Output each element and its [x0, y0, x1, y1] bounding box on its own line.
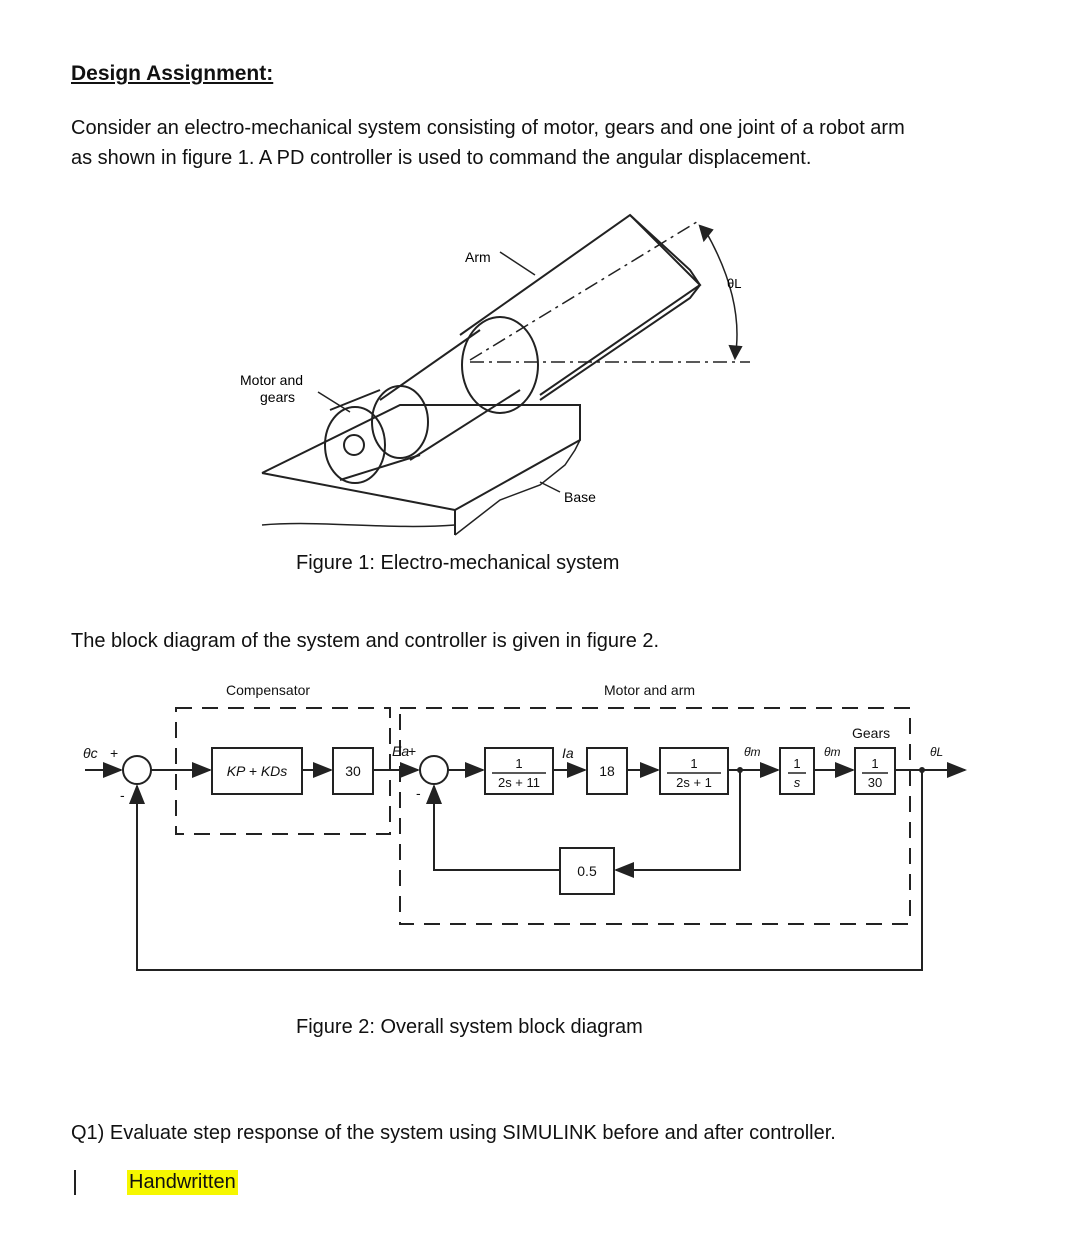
gain-18-text: 18	[599, 763, 615, 779]
integrator-denominator: s	[794, 775, 801, 790]
theta-l-output-label: θL	[930, 745, 943, 759]
compensator-group	[175, 707, 391, 835]
tf1-denominator: 2s + 11	[498, 775, 540, 790]
minus-sign-outer: -	[120, 787, 125, 803]
pickoff-point	[737, 767, 743, 773]
tf2-numerator: 1	[690, 756, 697, 771]
figure2-caption: Figure 2: Overall system block diagram	[296, 1016, 643, 1038]
integrator-numerator: 1	[793, 756, 800, 771]
robot-arm-illustration: Arm Motor and gears Base θL	[240, 213, 750, 536]
theta-c-label: θc	[83, 745, 98, 761]
tf2-denominator: 2s + 1	[676, 775, 712, 790]
ground-line	[261, 522, 456, 528]
intro-text-line2: as shown in figure 1. A PD controller is…	[71, 147, 812, 169]
gear-denominator: 30	[868, 775, 882, 790]
gears-label: Gears	[852, 725, 890, 741]
assignment-heading: Design Assignment:	[71, 62, 274, 85]
theta-l-label: θL	[727, 276, 741, 291]
base-outline	[261, 404, 581, 535]
minus-sign-inner: -	[416, 785, 421, 801]
figure1-caption: Figure 1: Electro-mechanical system	[296, 552, 620, 574]
motor-arm-group	[399, 707, 911, 925]
intro-text-line1: Consider an electro-mechanical system co…	[71, 117, 905, 139]
tf1-numerator: 1	[515, 756, 522, 771]
pd-block-text: KP + KDs	[227, 763, 288, 779]
base-edge	[261, 472, 456, 511]
plus-sign-inner: +	[408, 743, 416, 759]
arm-label: Arm	[465, 249, 491, 265]
block-diagram-intro: The block diagram of the system and cont…	[71, 630, 660, 652]
question-text: Q1) Evaluate step response of the system…	[71, 1122, 836, 1144]
summing-junction-outer	[122, 755, 152, 785]
gain-30-text: 30	[345, 763, 361, 779]
motor-arm-label: Motor and arm	[604, 682, 695, 698]
base-label: Base	[564, 489, 596, 505]
feedback-gain-text: 0.5	[577, 863, 597, 879]
compensator-label: Compensator	[226, 682, 310, 698]
block-diagram: Compensator Motor and arm Gears θc + - E…	[83, 682, 967, 971]
motor-label-line2: gears	[260, 389, 295, 405]
theta-m-dot-label: θ̇m	[744, 745, 761, 759]
motor-label-line1: Motor and	[240, 372, 303, 388]
plus-sign-outer: +	[110, 745, 118, 761]
arm-body	[459, 213, 702, 396]
text-cursor	[74, 1170, 76, 1195]
output-pickoff-point	[919, 767, 925, 773]
theta-m-label: θm	[824, 745, 841, 759]
ea-label: Ea	[392, 743, 409, 759]
summing-junction-inner	[419, 755, 449, 785]
gear-numerator: 1	[871, 756, 878, 771]
ia-label: Ia	[562, 745, 574, 761]
highlighted-text[interactable]: Handwritten	[127, 1170, 238, 1195]
